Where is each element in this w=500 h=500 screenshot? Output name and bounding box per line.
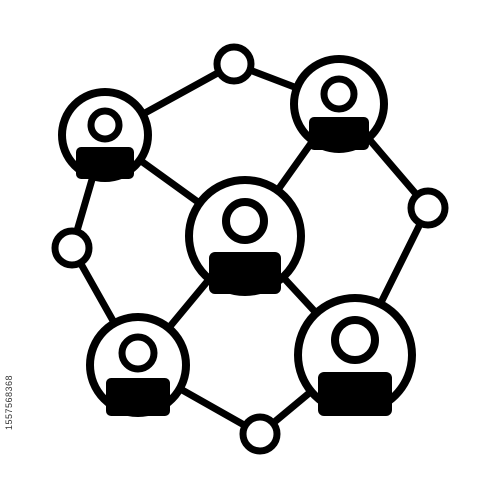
user-avatar-icon [185,176,305,296]
connector-node-icon [239,413,281,455]
connector-node-icon [51,227,93,269]
stock-image-id: 1557568368 [4,374,14,430]
connector-nodes [51,43,449,455]
user-avatar-icon [294,294,416,416]
connector-node-icon [213,43,255,85]
user-avatar-icon [86,313,190,417]
user-avatar-icon [58,88,152,182]
connector-node-icon [407,187,449,229]
user-avatar-icon [290,55,388,153]
